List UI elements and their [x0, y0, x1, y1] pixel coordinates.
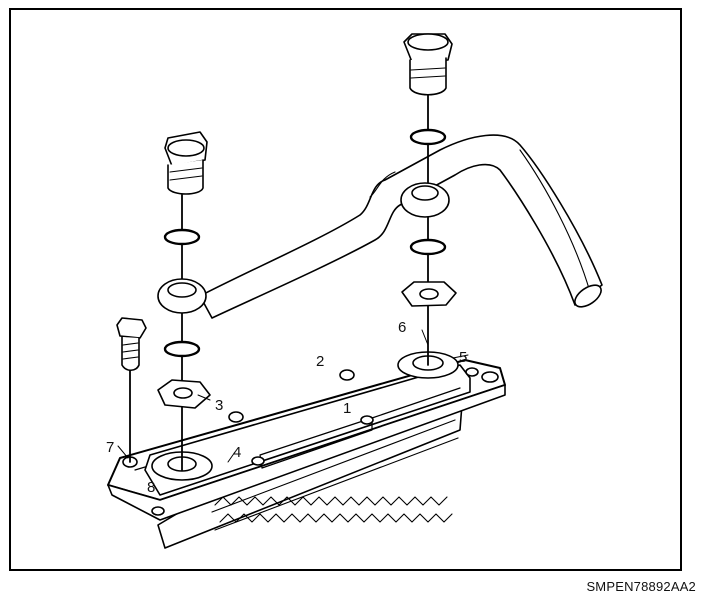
oil-pipe — [199, 134, 603, 319]
callout-2: 2 — [316, 353, 324, 370]
callout-8: 8 — [147, 479, 155, 496]
callout-3: 3 — [215, 397, 223, 414]
callout-4: 4 — [233, 444, 241, 461]
diagram-frame — [9, 8, 682, 571]
oil-cooler — [107, 351, 506, 549]
figure-code: SMPEN78892AA2 — [586, 579, 696, 594]
callout-6: 6 — [398, 319, 406, 336]
right-union-bolt-assembly — [400, 33, 457, 366]
callout-7: 7 — [106, 439, 114, 456]
callout-5: 5 — [459, 349, 467, 366]
mounting-bolt — [116, 317, 147, 463]
left-union-bolt-assembly — [157, 131, 211, 471]
callout-1: 1 — [343, 400, 351, 417]
